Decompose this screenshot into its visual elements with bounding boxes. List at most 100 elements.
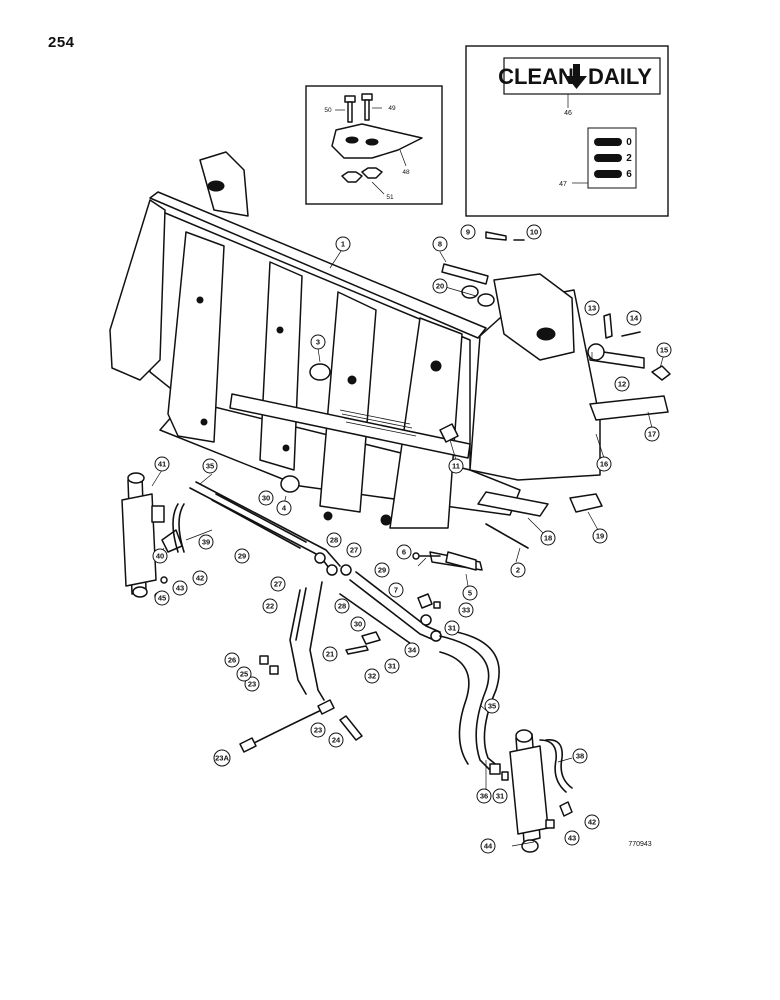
svg-text:44: 44: [484, 842, 493, 851]
callout-27b: 27: [270, 576, 286, 592]
callout-3: 3: [310, 334, 326, 350]
svg-text:36: 36: [480, 792, 488, 801]
svg-text:27: 27: [274, 580, 282, 589]
callout-41: 41: [154, 456, 170, 472]
callout-inset-50: 50: [324, 107, 332, 114]
gauge-value-6: 6: [626, 169, 632, 180]
callout-22: 22: [262, 598, 278, 614]
svg-text:4: 4: [282, 504, 287, 513]
svg-text:6: 6: [402, 548, 406, 557]
svg-text:15: 15: [660, 346, 668, 355]
callout-23A: 23A: [213, 749, 231, 767]
callout-inset-49: 49: [388, 105, 396, 112]
callout-6: 6: [396, 544, 412, 560]
callout-34: 34: [404, 642, 420, 658]
callout-28a: 28: [326, 532, 342, 548]
tooth-inset: 50 49 48 51: [305, 85, 443, 205]
svg-text:25: 25: [240, 670, 248, 679]
svg-text:27: 27: [350, 546, 358, 555]
callout-30b: 30: [350, 616, 366, 632]
svg-text:31: 31: [448, 624, 456, 633]
callout-21: 21: [322, 646, 338, 662]
svg-text:24: 24: [332, 736, 341, 745]
callout-42b: 42: [584, 814, 600, 830]
svg-text:30: 30: [262, 494, 270, 503]
callout-39: 39: [198, 534, 214, 550]
callout-1: 1: [335, 236, 351, 252]
svg-text:20: 20: [436, 282, 444, 291]
svg-text:11: 11: [452, 462, 460, 471]
callout-8: 8: [432, 236, 448, 252]
callout-18: 18: [540, 530, 556, 546]
svg-text:35: 35: [488, 702, 496, 711]
callout-15: 15: [656, 342, 672, 358]
callout-17: 17: [644, 426, 660, 442]
callout-7: 7: [388, 582, 404, 598]
decal-clean-text: CLEAN: [498, 64, 574, 89]
svg-text:30: 30: [354, 620, 362, 629]
callout-5: 5: [462, 585, 478, 601]
svg-text:23: 23: [314, 726, 322, 735]
callout-10: 10: [526, 224, 542, 240]
decal-gauge-ref: 47: [559, 181, 567, 188]
leader-lines: [151, 247, 665, 847]
svg-text:26: 26: [228, 656, 236, 665]
right-cylinder: [489, 729, 573, 853]
callout-29a: 29: [234, 548, 250, 564]
callout-30a: 30: [258, 490, 274, 506]
callout-33: 33: [458, 602, 474, 618]
svg-text:42: 42: [588, 818, 596, 827]
callout-23b: 23: [310, 722, 326, 738]
callouts: 1 2 3 4 5 6 7 8 9 10 11 12 13 14 15 16 1…: [152, 224, 672, 854]
svg-text:33: 33: [462, 606, 470, 615]
callout-29b: 29: [374, 562, 390, 578]
left-cylinder: [121, 472, 185, 600]
svg-text:17: 17: [648, 430, 656, 439]
callout-32: 32: [364, 668, 380, 684]
svg-text:31: 31: [496, 792, 504, 801]
svg-text:31: 31: [388, 662, 396, 671]
callout-44: 44: [480, 838, 496, 854]
decal-label-ref: 46: [564, 110, 572, 117]
svg-text:45: 45: [158, 594, 166, 603]
svg-text:23A: 23A: [215, 754, 229, 763]
callout-28b: 28: [334, 598, 350, 614]
svg-text:35: 35: [206, 462, 214, 471]
callout-20: 20: [432, 278, 448, 294]
callout-24: 24: [328, 732, 344, 748]
decal-panel: CLEAN DAILY 46 0 2 6 47: [465, 45, 669, 217]
gauge-value-2: 2: [626, 153, 632, 164]
svg-text:2: 2: [516, 566, 520, 575]
page-number: 254: [48, 34, 75, 51]
callout-13: 13: [584, 300, 600, 316]
callout-12: 12: [614, 376, 630, 392]
callout-4: 4: [276, 500, 292, 516]
svg-text:22: 22: [266, 602, 274, 611]
callout-45: 45: [154, 590, 170, 606]
svg-text:10: 10: [530, 228, 538, 237]
callout-31b: 31: [384, 658, 400, 674]
callout-31a: 31: [444, 620, 460, 636]
callout-42a: 42: [192, 570, 208, 586]
svg-text:3: 3: [316, 338, 320, 347]
svg-text:43: 43: [176, 584, 184, 593]
drawing-number: 770943: [628, 841, 651, 848]
callout-40: 40: [152, 548, 168, 564]
svg-text:34: 34: [408, 646, 417, 655]
svg-text:29: 29: [378, 566, 386, 575]
callout-35b: 35: [484, 698, 500, 714]
decal-daily-text: DAILY: [588, 64, 652, 89]
callout-9: 9: [460, 224, 476, 240]
callout-16: 16: [596, 456, 612, 472]
svg-text:7: 7: [394, 586, 398, 595]
callout-43a: 43: [172, 580, 188, 596]
svg-text:21: 21: [326, 650, 334, 659]
callout-2: 2: [510, 562, 526, 578]
svg-text:38: 38: [576, 752, 584, 761]
callout-38: 38: [572, 748, 588, 764]
callout-35a: 35: [202, 458, 218, 474]
svg-text:32: 32: [368, 672, 376, 681]
callout-36: 36: [476, 788, 492, 804]
svg-text:14: 14: [630, 314, 639, 323]
